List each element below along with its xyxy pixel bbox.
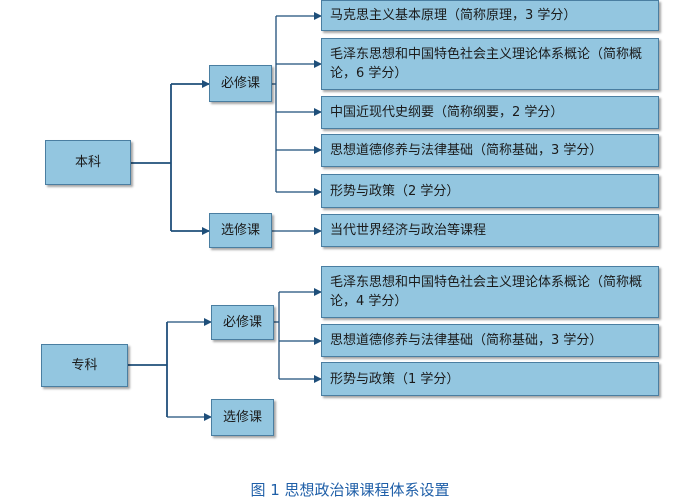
- college-node: 专科: [41, 344, 128, 387]
- college-course-label-1: 毛泽东思想和中国特色社会主义理论体系概论（简称概论，4 学分）: [330, 275, 643, 309]
- college-course-box-2: 思想道德修养与法律基础（简称基础，3 学分）: [321, 324, 659, 357]
- course-box-3: 中国近现代史纲要（简称纲要，2 学分）: [321, 96, 659, 129]
- figure-caption: 图 1 思想政治课课程体系设置: [250, 481, 450, 499]
- elective-course-label: 当代世界经济与政治等课程: [330, 223, 487, 238]
- course-box-1: 马克思主义基本原理（简称原理，3 学分）: [321, 0, 659, 31]
- undergrad-elective-node: 选修课: [209, 213, 272, 248]
- elective-course-box: 当代世界经济与政治等课程: [321, 214, 659, 247]
- undergrad-node: 本科: [45, 140, 131, 185]
- course-box-2: 毛泽东思想和中国特色社会主义理论体系概论（简称概论，6 学分）: [321, 38, 659, 90]
- course-label-1: 马克思主义基本原理（简称原理，3 学分）: [330, 8, 577, 23]
- course-label-4: 思想道德修养与法律基础（简称基础，3 学分）: [330, 143, 603, 158]
- course-box-5: 形势与政策（2 学分）: [321, 174, 659, 208]
- college-course-box-3: 形势与政策（1 学分）: [321, 362, 659, 396]
- college-required-node: 必修课: [211, 305, 274, 340]
- course-label-5: 形势与政策（2 学分）: [330, 183, 460, 199]
- college-label: 专科: [71, 358, 98, 373]
- course-box-4: 思想道德修养与法律基础（简称基础，3 学分）: [321, 134, 659, 167]
- undergrad-required-node: 必修课: [209, 65, 272, 102]
- college-elective-node: 选修课: [211, 399, 274, 436]
- college-course-box-1: 毛泽东思想和中国特色社会主义理论体系概论（简称概论，4 学分）: [321, 266, 659, 318]
- undergrad-elective-label: 选修课: [220, 223, 260, 238]
- college-required-label: 必修课: [222, 315, 262, 330]
- course-label-2: 毛泽东思想和中国特色社会主义理论体系概论（简称概论，6 学分）: [330, 47, 643, 81]
- college-course-label-2: 思想道德修养与法律基础（简称基础，3 学分）: [330, 333, 603, 348]
- undergrad-label: 本科: [74, 155, 101, 170]
- undergrad-required-label: 必修课: [220, 76, 260, 91]
- college-course-label-3: 形势与政策（1 学分）: [330, 371, 460, 387]
- course-label-3: 中国近现代史纲要（简称纲要，2 学分）: [330, 105, 564, 120]
- college-elective-label: 选修课: [222, 410, 262, 425]
